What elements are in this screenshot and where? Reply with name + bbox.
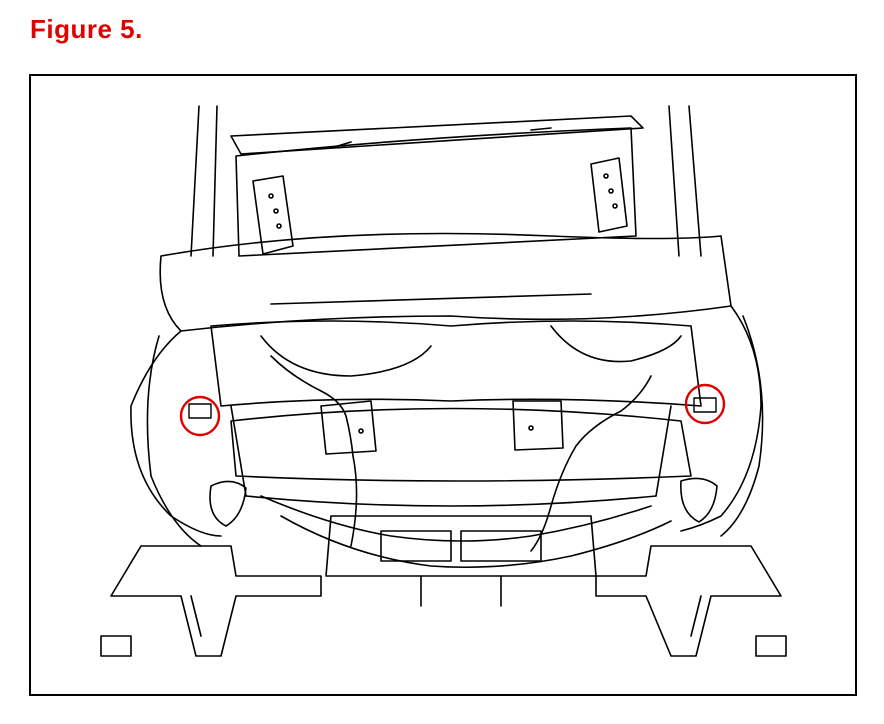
bumper-fascia [130, 232, 764, 547]
center-panel [230, 400, 692, 482]
hitch-assembly [325, 515, 597, 607]
frame-rail-right [595, 545, 787, 657]
figure-title: Figure 5. [30, 14, 143, 44]
wiring-harness [260, 355, 672, 569]
rear-underbody-diagram [100, 105, 787, 657]
diagram-frame [29, 74, 857, 696]
tail-lamp-bracket-left [252, 175, 294, 255]
tow-hook-right [680, 477, 718, 523]
frame-rail-left [100, 545, 322, 657]
body-frame [190, 105, 702, 257]
tail-lamp-bracket-right [590, 157, 628, 233]
tow-hook-left [209, 480, 247, 527]
left-connector [179, 395, 221, 437]
right-connector [684, 383, 726, 425]
